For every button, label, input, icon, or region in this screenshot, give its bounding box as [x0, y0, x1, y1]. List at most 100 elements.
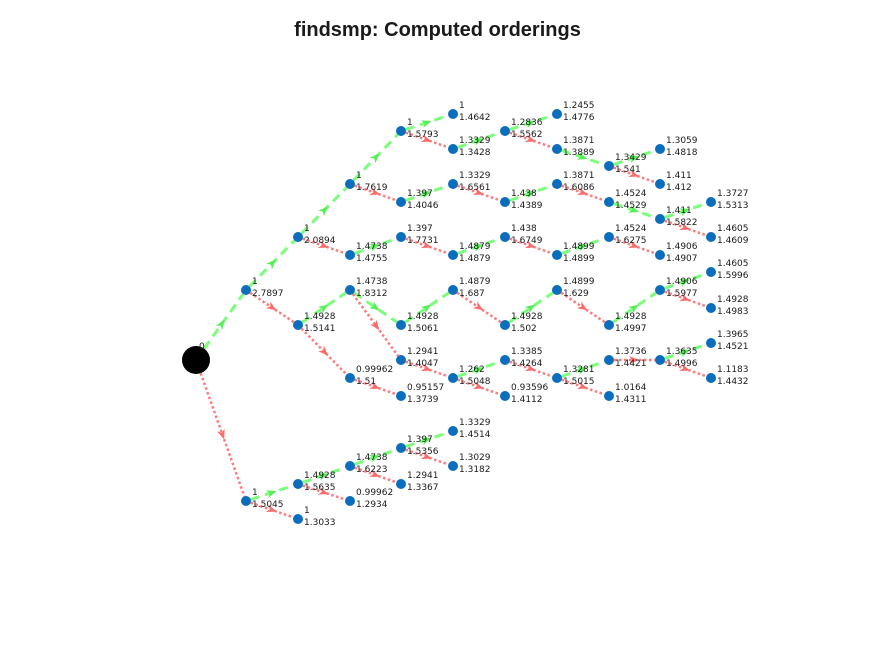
- node-label-primary: 0.99962: [356, 365, 393, 375]
- node-label-secondary: 1.5356: [407, 447, 439, 457]
- node-label-primary: 1.4899: [563, 277, 595, 287]
- node-label-primary: 1: [407, 118, 413, 128]
- node-label-primary: 1.397: [407, 189, 433, 199]
- node-label-secondary: 1.4047: [407, 359, 439, 369]
- graph-node: [345, 461, 355, 471]
- graph-node: [552, 250, 562, 260]
- node-label-primary: 1.4906: [666, 277, 698, 287]
- node-label-secondary: 1.687: [459, 289, 485, 299]
- node-label-primary: 1.0164: [615, 383, 647, 393]
- edge-n9-n16: [353, 291, 398, 324]
- node-label-primary: 0.95157: [407, 383, 444, 393]
- graph-node: [706, 303, 716, 313]
- node-label-primary: 1.4928: [615, 312, 647, 322]
- node-label-secondary: 1.4776: [563, 113, 595, 123]
- graph-node: [448, 179, 458, 189]
- node-label-secondary: 1.4755: [356, 254, 388, 264]
- graph-node: [448, 285, 458, 295]
- graph-node: [706, 197, 716, 207]
- graph-node: [500, 355, 510, 365]
- node-label-primary: 0: [199, 342, 205, 352]
- graph-node: [241, 285, 251, 295]
- node-label-primary: 1.4928: [511, 312, 543, 322]
- graph-node: [500, 232, 510, 242]
- graph-node: [706, 338, 716, 348]
- node-label-primary: 1: [356, 171, 362, 181]
- node-label-secondary: 1.4818: [666, 148, 698, 158]
- node-label-primary: 1.3871: [563, 171, 595, 181]
- graph-node: [500, 391, 510, 401]
- graph-node: [448, 144, 458, 154]
- node-label-primary: 1.4928: [407, 312, 439, 322]
- node-label-primary: 1.4524: [615, 224, 647, 234]
- node-label-secondary: 1.3033: [304, 518, 336, 528]
- graph-node: [552, 373, 562, 383]
- node-label-primary: 1.2941: [407, 471, 439, 481]
- graph-node: [345, 250, 355, 260]
- graph-node: [655, 144, 665, 154]
- node-label-primary: 0.99962: [356, 488, 393, 498]
- node-label-secondary: 1.4529: [615, 201, 647, 211]
- node-label-secondary: 1.5562: [511, 130, 543, 140]
- node-label-secondary: 1.4609: [717, 236, 749, 246]
- node-label-primary: 1.3329: [459, 418, 491, 428]
- node-label-secondary: 1.6749: [511, 236, 543, 246]
- node-label-primary: 1.3329: [459, 171, 491, 181]
- graph-node: [655, 285, 665, 295]
- node-label-secondary: 1.3182: [459, 465, 491, 475]
- node-label-secondary: 1.4879: [459, 254, 491, 264]
- graph-node: [706, 232, 716, 242]
- node-label-secondary: 1.4112: [511, 395, 543, 405]
- node-layer: 012.789711.504512.08941.49281.51411.4928…: [182, 101, 749, 528]
- node-label-primary: 0.93596: [511, 383, 548, 393]
- node-label-secondary: 1.4907: [666, 254, 698, 264]
- graph-node: [552, 285, 562, 295]
- chart-title: findsmp: Computed orderings: [294, 19, 581, 41]
- graph-node: [552, 179, 562, 189]
- node-label-primary: 1.4906: [666, 242, 698, 252]
- node-label-secondary: 1.4514: [459, 430, 491, 440]
- node-label-secondary: 1.51: [356, 377, 376, 387]
- node-label-secondary: 1.6223: [356, 465, 388, 475]
- node-label-secondary: 2.0894: [304, 236, 336, 246]
- node-label-secondary: 1.4642: [459, 113, 491, 123]
- node-label-primary: 1.3059: [666, 136, 698, 146]
- node-label-secondary: 1.5635: [304, 483, 336, 493]
- node-label-secondary: 1.3889: [563, 148, 595, 158]
- node-label-primary: 1.3329: [459, 136, 491, 146]
- graph-node: [706, 267, 716, 277]
- node-label-secondary: 1.541: [615, 165, 641, 175]
- node-label-secondary: 1.4311: [615, 395, 647, 405]
- node-label-primary: 1.438: [511, 189, 537, 199]
- graph-node: [396, 232, 406, 242]
- graph-node: [345, 285, 355, 295]
- edge-layer: [199, 114, 707, 519]
- graph-node: [396, 197, 406, 207]
- graph-node: [345, 179, 355, 189]
- node-label-primary: 1.3871: [563, 136, 595, 146]
- node-label-secondary: 1.629: [563, 289, 589, 299]
- graph-node: [655, 355, 665, 365]
- node-label-secondary: 1.5141: [304, 324, 336, 334]
- graph-node: [241, 496, 251, 506]
- edge-arrow-icon: [420, 304, 432, 314]
- graph-node: [345, 373, 355, 383]
- graph-node: [293, 320, 303, 330]
- node-label-primary: 1.3635: [666, 347, 698, 357]
- graph-node: [448, 426, 458, 436]
- node-label-primary: 1.397: [407, 224, 433, 234]
- node-label-secondary: 1.4421: [615, 359, 647, 369]
- graph-node: [604, 320, 614, 330]
- graph-node: [396, 320, 406, 330]
- node-label-primary: 1.3385: [511, 347, 543, 357]
- node-label-secondary: 1.4521: [717, 342, 749, 352]
- node-label-secondary: 1.5015: [563, 377, 595, 387]
- edge-arrow-icon: [524, 304, 536, 314]
- graph-node: [604, 391, 614, 401]
- graph-node: [604, 197, 614, 207]
- graph-node: [500, 126, 510, 136]
- graph-node: [396, 391, 406, 401]
- node-label-primary: 1.4738: [356, 453, 388, 463]
- node-label-secondary: 1.5313: [717, 201, 749, 211]
